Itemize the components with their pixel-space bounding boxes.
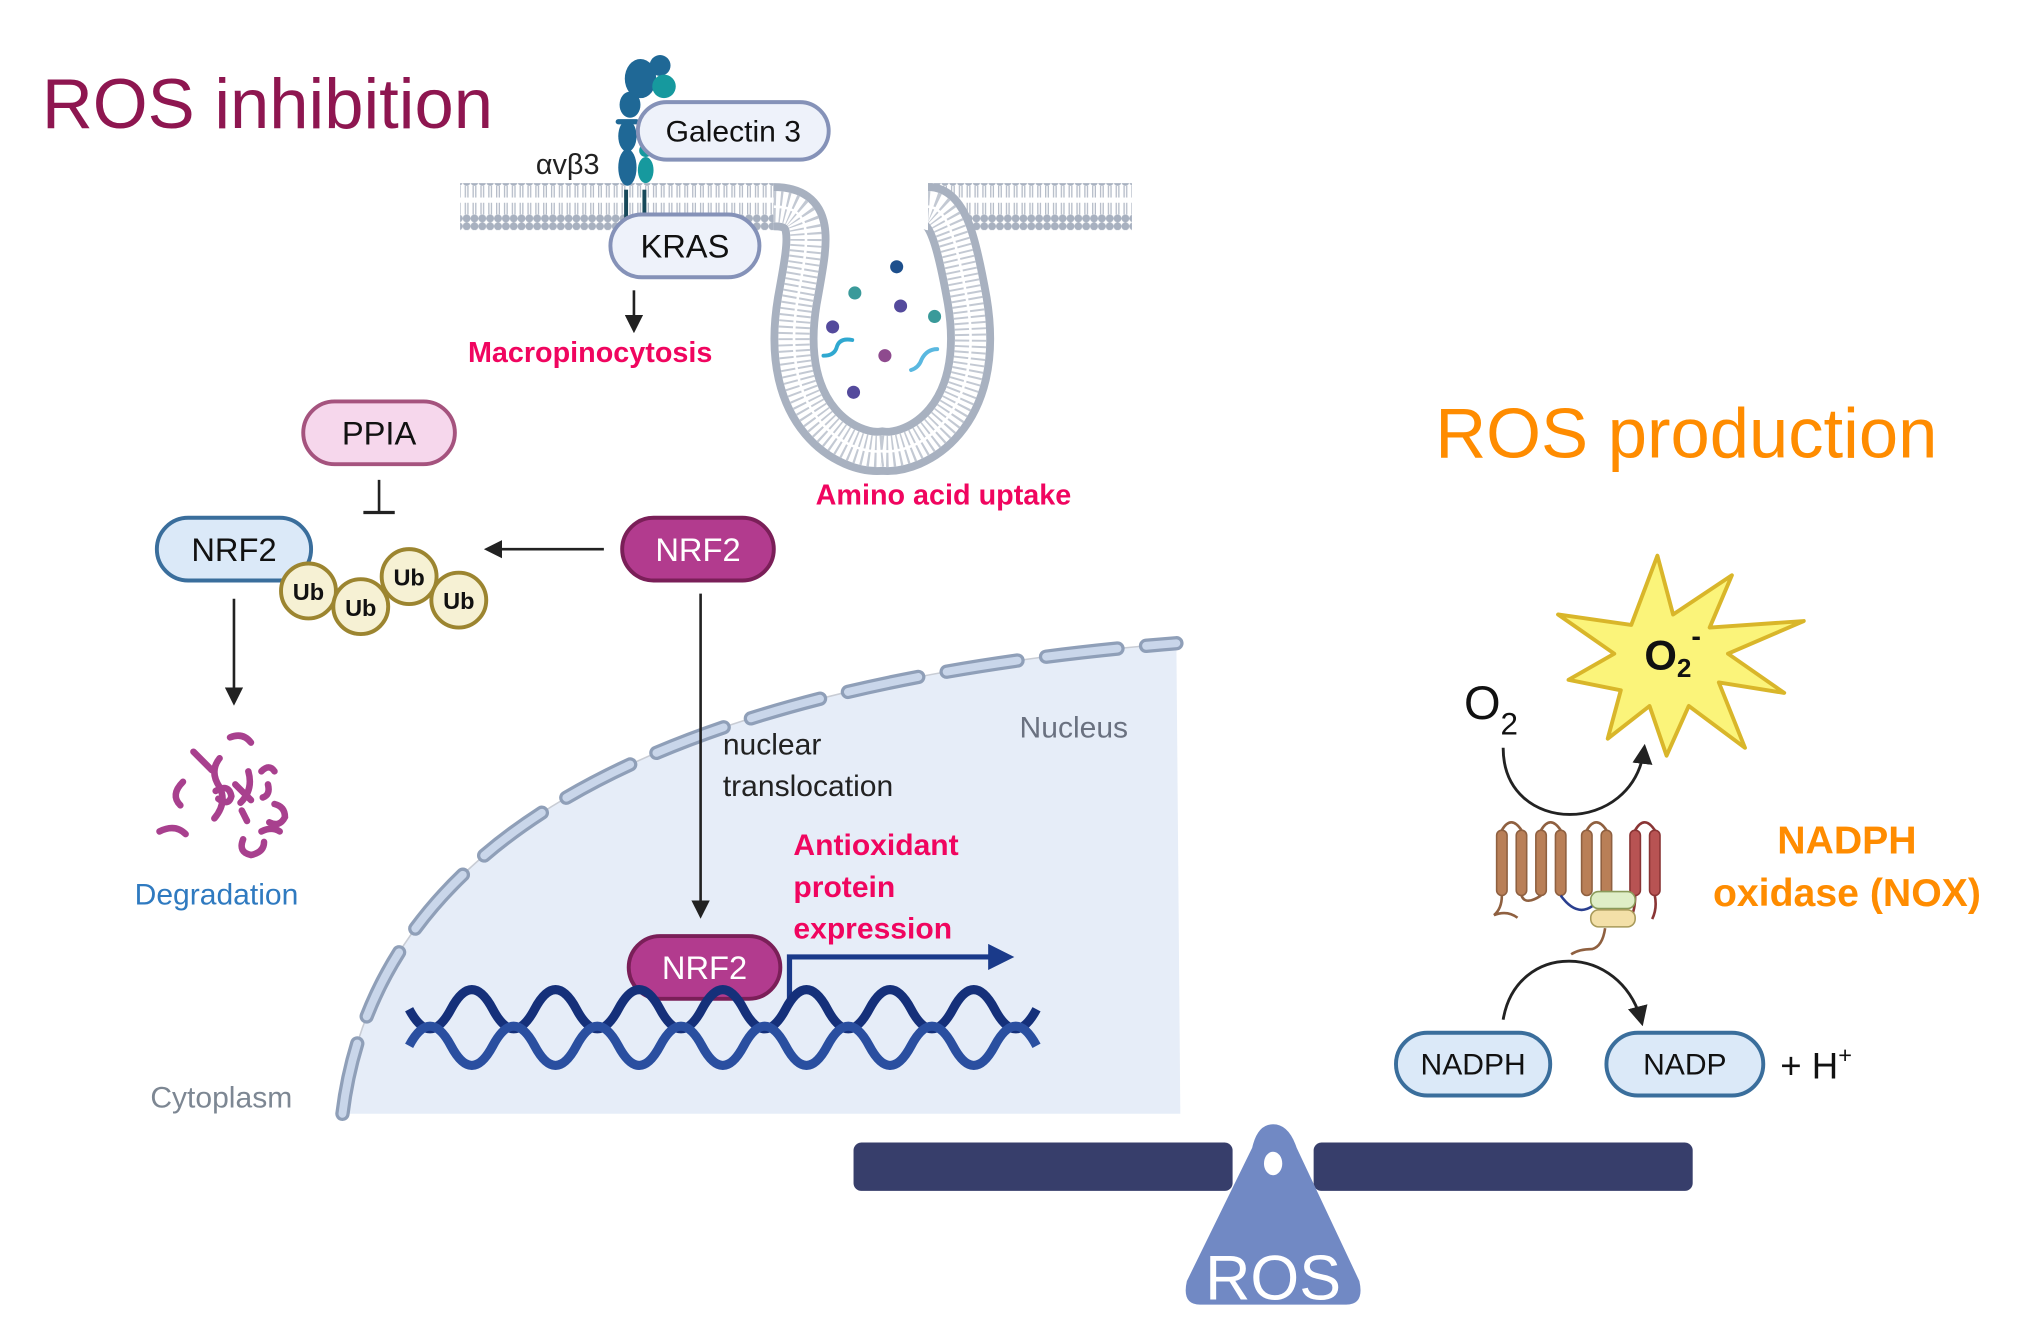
ppia-node: PPIA <box>301 399 457 467</box>
dna-helix-icon <box>405 985 1041 1070</box>
degraded-protein-icon <box>156 732 289 859</box>
transcription-arrow-icon <box>786 943 1015 999</box>
oxygen-label: O2 <box>1464 676 1518 742</box>
macropinocytosis-label: Macropinocytosis <box>468 337 712 369</box>
ubiquitin-icon: Ub <box>331 577 391 637</box>
integrin-receptor-icon <box>615 55 676 220</box>
kras-node: KRAS <box>608 212 762 280</box>
ub-label: Ub <box>393 565 424 591</box>
galectin-3-label: Galectin 3 <box>666 115 801 148</box>
ubiquitin-icon: Ub <box>279 561 338 621</box>
ub-label: Ub <box>345 595 376 621</box>
galectin-3-node: Galectin 3 <box>635 100 831 162</box>
plasma-membrane <box>460 183 1132 475</box>
oxygen-to-superoxide-arrow <box>1501 743 1653 816</box>
seesaw-balance: ROS <box>853 1124 1693 1313</box>
ubiquitin-icon: Ub <box>379 547 439 606</box>
fulcrum-ros-label: ROS <box>1205 1243 1341 1313</box>
nadp-label: NADP <box>1643 1049 1726 1082</box>
nrf2-free-label: NRF2 <box>655 531 740 568</box>
nrf2-ubiquitinated-node: NRF2 <box>154 515 314 583</box>
nrf2-ubiquitinated-label: NRF2 <box>191 531 276 568</box>
expression-label-line1: Antioxidant <box>793 829 958 862</box>
superoxide-label: O2- <box>1644 621 1701 683</box>
seesaw-beam-left <box>853 1142 1233 1191</box>
expression-label-line3: expression <box>793 913 952 946</box>
expression-label-line2: protein <box>793 871 895 904</box>
translocation-label-line2: translocation <box>723 770 893 803</box>
nucleus-region <box>335 636 1184 1121</box>
ub-label: Ub <box>293 579 324 605</box>
fulcrum-pivot <box>1263 1151 1283 1176</box>
nox-enzyme-icon <box>1493 821 1661 956</box>
nox-label-line2: oxidase (NOX) <box>1713 872 1981 915</box>
ros-inhibition-title: ROS inhibition <box>42 64 493 143</box>
nox-label-line1: NADPH <box>1777 820 1916 863</box>
ub-label: Ub <box>443 588 474 614</box>
seesaw-beam-right <box>1313 1142 1693 1191</box>
inhibition-bar-icon <box>363 479 395 515</box>
ubiquitin-icon: Ub <box>429 570 489 630</box>
nucleus-label: Nucleus <box>1020 711 1129 744</box>
nadph-to-nadp-arrow <box>1501 959 1648 1027</box>
ros-production-title: ROS production <box>1435 394 1937 473</box>
ubiquitin-chain: Ub Ub Ub Ub <box>279 547 489 637</box>
kras-label: KRAS <box>640 228 729 265</box>
proton-label: + H+ <box>1780 1042 1852 1087</box>
nadph-node: NADPH <box>1394 1030 1553 1098</box>
integrin-label: αvβ3 <box>536 149 600 181</box>
amino-acid-cargo <box>821 260 942 399</box>
seesaw-fulcrum <box>1185 1124 1361 1305</box>
nadp-node: NADP <box>1604 1030 1766 1098</box>
nadph-label: NADPH <box>1421 1049 1526 1082</box>
cytoplasm-label: Cytoplasm <box>150 1081 292 1114</box>
nrf2-nuclear-node: NRF2 <box>626 934 783 1001</box>
amino-acid-uptake-label: Amino acid uptake <box>816 480 1072 512</box>
translocation-label-line1: nuclear <box>723 728 822 761</box>
nrf2-free-node: NRF2 <box>620 515 776 583</box>
nrf2-nuclear-label: NRF2 <box>662 949 747 986</box>
ppia-label: PPIA <box>342 415 417 452</box>
degradation-label: Degradation <box>135 879 299 912</box>
superoxide-burst-icon: O2- <box>1556 553 1806 758</box>
